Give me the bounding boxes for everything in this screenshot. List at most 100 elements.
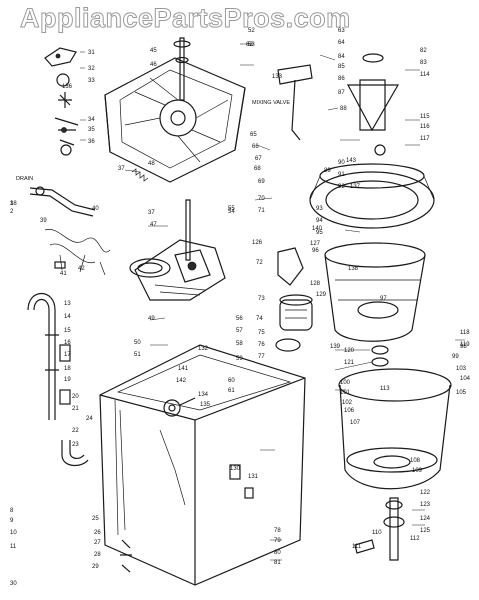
part-number-label: 69 [258,179,265,185]
part-number-label: 85 [338,64,345,70]
part-number-label: 46 [150,62,157,68]
part-number-label: 22 [72,428,79,434]
knob-part [56,73,70,87]
part-number-label: 141 [178,366,189,372]
part-number-label: 71 [258,208,265,214]
part-number-label: 102 [342,400,353,406]
part-number-label: 91 [338,172,345,178]
part-number-label: 93 [316,206,323,212]
part-number-label: 11 [10,544,17,550]
part-number-label: 10 [10,530,17,536]
part-number-label: 77 [258,354,265,360]
part-number-label: 87 [338,90,345,96]
part-number-label: 19 [64,377,71,383]
part-number-label: 76 [258,342,265,348]
cabinet [99,344,306,586]
part-number-label: 16 [64,340,71,346]
part-number-label: 90 [338,160,345,166]
part-number-label: 64 [338,40,345,46]
outlet-hose [61,440,89,466]
part-number-label: 126 [252,240,263,246]
part-number-label: 83 [420,60,427,66]
part-number-label: 119 [460,342,470,348]
part-number-label: 100 [340,380,351,386]
part-number-label: 25 [92,516,99,522]
part-number-label: 39 [40,218,47,224]
part-number-label: 54 [228,209,235,215]
part-number-label: 47 [150,222,157,228]
part-number-label: 118 [460,330,470,336]
part-number-label: 73 [258,296,265,302]
part-number-label: 15 [64,328,71,334]
clip-part [58,92,72,108]
wire-harness [44,229,111,276]
part-number-label: 33 [88,78,95,84]
part-number-label: 53 [248,42,255,48]
part-number-label: 104 [460,376,471,382]
part-number-label: 67 [255,156,262,162]
part-number-label: 62 [246,42,253,48]
part-number-label: 51 [134,352,141,358]
part-number-label: 143 [346,158,357,164]
leg-part [120,539,132,573]
agitator-shaft [173,37,191,101]
part-number-label: 95 [316,230,323,236]
part-number-label: 105 [456,390,467,396]
part-number-label: 110 [372,530,382,536]
part-number-label: 94 [316,218,323,224]
outer-tub [338,368,452,490]
watermark-text: AppliancePartsPros.com [20,3,351,33]
part-number-label: 37 [148,210,155,216]
part-number-label: 86 [338,76,345,82]
part-number-label: 131 [248,474,259,480]
part-number-label: 107 [350,420,361,426]
part-number-labels: 3132333435363737383940414212131415161718… [10,28,471,587]
part-number-label: 36 [88,139,95,145]
part-number-label: 61 [228,388,235,394]
part-number-label: 78 [274,528,281,534]
part-number-label: 111 [352,544,362,550]
part-number-label: 135 [200,402,211,408]
part-number-label: 89 [324,168,331,174]
part-number-label: 137 [350,184,361,190]
pump [163,397,196,417]
part-number-label: 70 [258,196,265,202]
part-number-label: 41 [60,271,67,277]
part-number-label: 37 [118,166,125,172]
part-number-label: 29 [92,564,99,570]
part-number-label: 28 [94,552,101,558]
mixing-valve-label: MIXING VALVE [252,100,290,106]
part-number-label: 34 [88,117,95,123]
part-number-label: 66 [252,144,259,150]
part-number-label: 40 [92,206,99,212]
part-number-label: 132 [198,346,209,352]
spin-basket [324,242,426,342]
part-number-label: 123 [420,502,431,508]
mixing-valve [277,64,313,141]
tub-seal [371,345,389,367]
part-number-label: 49 [148,316,155,322]
part-number-label: 115 [420,114,430,120]
part-number-label: 14 [64,314,71,320]
part-number-label: 125 [420,528,431,534]
part-number-label: 80 [274,550,281,556]
part-number-label: 109 [412,468,423,474]
part-number-label: 57 [236,328,243,334]
part-number-label: 81 [274,560,281,566]
part-number-label: 129 [316,292,327,298]
part-number-label: 42 [78,266,85,272]
part-number-label: 114 [420,72,430,78]
part-number-label: 130 [230,466,241,472]
bracket-part [44,47,77,67]
part-number-label: 106 [344,408,355,414]
part-number-label: 8 [10,508,14,514]
base-plate [104,57,246,183]
part-number-label: 31 [88,50,95,56]
part-number-label: 133 [272,74,283,80]
motor-mount [275,338,301,352]
part-number-label: 24 [86,416,93,422]
drain-label: DRAIN [16,176,33,182]
part-number-label: 26 [94,530,101,536]
spring-part [131,168,149,182]
